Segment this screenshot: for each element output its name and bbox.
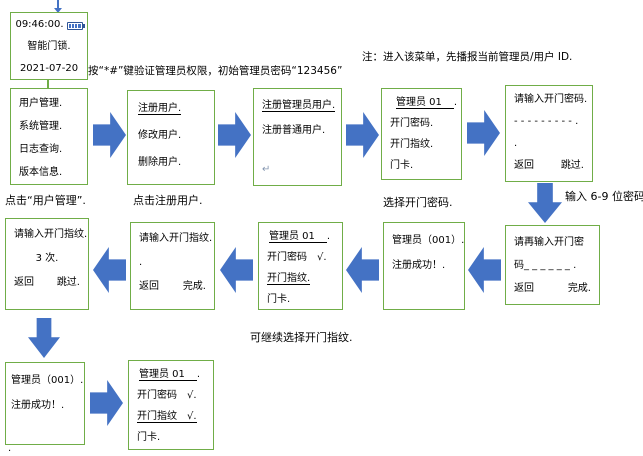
admin-title: 管理员 01. bbox=[269, 231, 331, 243]
done-label: 完成. bbox=[567, 283, 591, 294]
admin-hint-note: 按“*#”键验证管理员权限，初始管理员密码“123456” bbox=[88, 65, 343, 77]
reenter-buttons: 返回 完成. bbox=[506, 277, 599, 300]
skip-label: 跳过. bbox=[560, 160, 584, 171]
screen-enter-password: 请输入开门密码. - - - - - - - - - . . 返回 跳过. bbox=[505, 85, 593, 182]
caption-enter-password-len: 输入 6-9 位密码. bbox=[565, 190, 643, 203]
screen-reenter-password: 请再输入开门密 码_ _ _ _ _ _ . 返回 完成. bbox=[505, 225, 600, 305]
back-label: 返回 bbox=[514, 160, 534, 171]
fingerprint-buttons: 返回 跳过. bbox=[6, 271, 88, 295]
menu-item-version-info: 版本信息. bbox=[19, 167, 63, 178]
return-mark: ↵ bbox=[262, 164, 271, 175]
fingerprint-prompt: 请输入开门指纹. bbox=[139, 233, 213, 244]
flow-arrow-right-4 bbox=[467, 110, 500, 156]
method-card: 门卡. bbox=[390, 160, 414, 171]
flow-arrow-right-1 bbox=[93, 112, 126, 158]
lock-time-line: 09:46:00. bbox=[11, 13, 87, 35]
screen-registered-final: 管理员（001）. 注册成功！. bbox=[5, 362, 85, 445]
register-admin-user: 注册管理员用户. bbox=[262, 100, 336, 112]
registered-success: 注册成功！. bbox=[11, 400, 65, 411]
home-to-menu-connector bbox=[47, 80, 49, 88]
registered-admin-id: 管理员（001）. bbox=[11, 375, 84, 386]
screen-methods-all-done: 管理员 01. 开门密码 √. 开门指纹 √. 门卡. bbox=[128, 360, 214, 450]
menu-item-system-mgmt: 系统管理. bbox=[19, 121, 63, 132]
method-password-checked: 开门密码 √. bbox=[137, 390, 197, 401]
password-prompt: 请输入开门密码. bbox=[514, 94, 588, 105]
user-menu-register: 注册用户. bbox=[138, 103, 182, 115]
flow-arrow-right-3 bbox=[346, 112, 379, 158]
reenter-prompt-line2: 码_ _ _ _ _ _ . bbox=[514, 260, 577, 271]
lock-date: 2021-07-20 bbox=[19, 63, 79, 74]
flow-arrow-left-2 bbox=[346, 247, 379, 293]
caption-click-user-mgmt: 点击“用户管理”. bbox=[5, 194, 86, 207]
screen-registered-mid: 管理员（001）. 注册成功！. bbox=[383, 222, 465, 310]
top-connector-line bbox=[57, 0, 59, 9]
back-label: 返回 bbox=[514, 283, 534, 294]
flow-arrow-down-1 bbox=[528, 183, 562, 223]
trailing-paragraph-mark: . bbox=[8, 443, 12, 454]
reenter-prompt-line1: 请再输入开门密 bbox=[514, 237, 584, 248]
caption-select-password: 选择开门密码. bbox=[383, 196, 453, 209]
screen-register-menu: 注册管理员用户. 注册普通用户. ↵ bbox=[253, 88, 342, 186]
user-menu-modify: 修改用户. bbox=[138, 130, 182, 141]
screen-fingerprint-done: 请输入开门指纹. . 返回 完成. bbox=[130, 222, 215, 310]
back-label: 返回 bbox=[14, 277, 34, 288]
screen-user-menu: 注册用户. 修改用户. 删除用户. bbox=[127, 90, 215, 185]
method-password: 开门密码. bbox=[390, 118, 434, 129]
flow-arrow-right-2 bbox=[218, 112, 251, 158]
flow-arrow-down-2 bbox=[28, 318, 60, 358]
menu-hint-note: 注：进入该菜单，先播报当前管理员/用户 ID. bbox=[362, 51, 573, 63]
caption-continue-fingerprint: 可继续选择开门指纹. bbox=[250, 331, 353, 344]
screen-enter-fingerprint: 请输入开门指纹. 3 次. 返回 跳过. bbox=[5, 218, 89, 310]
screen-methods-password-done: 管理员 01. 开门密码 √. 开门指纹. 门卡. bbox=[258, 222, 343, 310]
menu-item-log-query: 日志查询. bbox=[19, 144, 63, 155]
menu-item-user-mgmt: 用户管理. bbox=[19, 98, 63, 109]
paragraph-mark: . bbox=[514, 138, 518, 149]
method-card: 门卡. bbox=[137, 432, 161, 443]
paragraph-mark: . bbox=[139, 257, 143, 268]
password-input-line: - - - - - - - - - . bbox=[514, 116, 579, 127]
admin-title: 管理员 01. bbox=[396, 97, 458, 109]
battery-icon bbox=[66, 21, 85, 30]
screen-admin-methods: 管理员 01. 开门密码. 开门指纹. 门卡. bbox=[381, 88, 462, 180]
top-connector-arrowhead bbox=[54, 8, 62, 13]
fingerprint-prompt: 请输入开门指纹. bbox=[14, 229, 88, 240]
method-fingerprint-checked: 开门指纹 √. bbox=[137, 411, 197, 423]
register-normal-user: 注册普通用户. bbox=[262, 125, 326, 136]
done-label: 完成. bbox=[182, 281, 206, 292]
screen-main-menu: 用户管理. 系统管理. 日志查询. 版本信息. bbox=[10, 88, 88, 185]
method-fingerprint: 开门指纹. bbox=[390, 139, 434, 150]
registered-success: 注册成功！. bbox=[392, 260, 446, 271]
method-card: 门卡. bbox=[267, 294, 291, 305]
skip-label: 跳过. bbox=[56, 277, 80, 288]
fingerprint-buttons: 返回 完成. bbox=[131, 275, 214, 299]
screen-lock-home: 09:46:00. 智能门锁. 2021-07-20 bbox=[10, 12, 88, 80]
flow-arrow-left-1 bbox=[468, 247, 501, 293]
back-label: 返回 bbox=[139, 281, 159, 292]
password-buttons: 返回 跳过. bbox=[506, 155, 592, 177]
admin-title: 管理员 01. bbox=[139, 369, 201, 381]
flow-arrow-left-4 bbox=[93, 247, 126, 293]
method-fingerprint: 开门指纹. bbox=[267, 273, 311, 285]
registered-admin-id: 管理员（001）. bbox=[392, 235, 465, 246]
fingerprint-times: 3 次. bbox=[35, 253, 59, 264]
method-password-checked: 开门密码 √. bbox=[267, 252, 327, 263]
caption-click-register: 点击注册用户. bbox=[133, 194, 203, 207]
user-menu-delete: 删除用户. bbox=[138, 157, 182, 168]
flow-arrow-left-3 bbox=[220, 247, 253, 293]
lock-time: 09:46:00. bbox=[15, 19, 64, 30]
lock-title: 智能门锁. bbox=[27, 41, 71, 52]
flow-arrow-right-5 bbox=[90, 380, 123, 426]
